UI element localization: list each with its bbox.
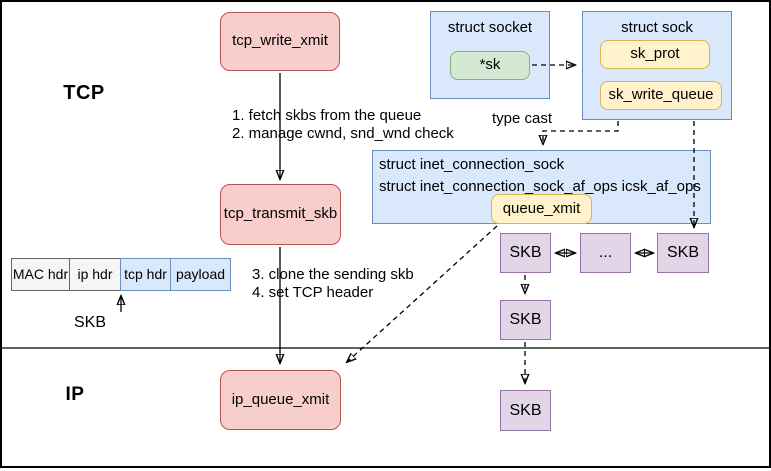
node-skb-ellipsis-label: ...: [598, 244, 613, 262]
node-tcp-write-xmit-label: tcp_write_xmit: [232, 32, 328, 50]
inet-line-1: struct inet_connection_sock: [379, 156, 565, 173]
node-sk-pointer-label: *sk: [479, 56, 501, 74]
packet-segment-ip-hdr-label: ip hdr: [77, 265, 113, 282]
label-type-cast: type cast: [492, 110, 553, 127]
node-tcp-transmit-skb-label: tcp_transmit_skb: [223, 205, 338, 223]
node-skb-2: SKB: [657, 233, 709, 273]
node-skb-4: SKB: [500, 390, 551, 431]
node-queue-xmit: queue_xmit: [491, 194, 592, 224]
annotation-step-4: 4. set TCP header: [252, 284, 374, 301]
annotation-step-1: 1. fetch skbs from the queue: [232, 107, 422, 124]
packet-segment-ip-hdr: ip hdr: [69, 258, 121, 291]
packet-segment-tcp-hdr: tcp hdr: [120, 258, 171, 291]
annotation-step-2: 2. manage cwnd, snd_wnd check: [232, 125, 454, 142]
packet-segment-payload-label: payload: [175, 265, 226, 282]
node-skb-2-label: SKB: [666, 244, 699, 262]
node-sk-prot: sk_prot: [600, 40, 710, 69]
node-tcp-transmit-skb: tcp_transmit_skb: [220, 184, 341, 245]
group-struct-sock-title: struct sock: [621, 19, 693, 36]
node-skb-1: SKB: [500, 233, 551, 273]
group-struct-socket-title: struct socket: [447, 19, 533, 36]
node-sk-write-queue: sk_write_queue: [600, 81, 722, 110]
node-ip-queue-xmit-label: ip_queue_xmit: [231, 390, 330, 408]
packet-segment-payload: payload: [170, 258, 231, 291]
node-sk-prot-label: sk_prot: [630, 45, 680, 63]
group-inet-connection-sock: struct inet_connection_sock struct inet_…: [372, 150, 711, 224]
packet-segment-tcp-hdr-label: tcp hdr: [124, 265, 167, 282]
annotation-steps-3-4: 3. clone the sending skb 4. set TCP head…: [252, 266, 414, 302]
node-tcp-write-xmit: tcp_write_xmit: [220, 12, 340, 71]
packet-segment-mac-hdr: MAC hdr: [11, 258, 70, 291]
annotation-steps-1-2: 1. fetch skbs from the queue 2. manage c…: [232, 107, 454, 143]
packet-skb-label: SKB: [74, 314, 107, 331]
node-skb-3: SKB: [500, 300, 551, 340]
node-skb-4-label: SKB: [509, 401, 542, 419]
annotation-step-3: 3. clone the sending skb: [252, 266, 414, 283]
node-ip-queue-xmit: ip_queue_xmit: [220, 370, 341, 430]
inet-line-2: struct inet_connection_sock_af_ops icsk_…: [379, 178, 701, 195]
node-skb-1-label: SKB: [509, 244, 542, 262]
packet-segment-mac-hdr-label: MAC hdr: [12, 265, 69, 282]
node-skb-ellipsis: ...: [580, 233, 631, 273]
node-skb-3-label: SKB: [509, 311, 542, 329]
node-sk-pointer: *sk: [450, 51, 530, 80]
group-inet-connection-sock-text: struct inet_connection_sock struct inet_…: [379, 154, 701, 198]
label-ip-layer: IP: [65, 384, 85, 405]
node-queue-xmit-label: queue_xmit: [502, 199, 581, 217]
node-sk-write-queue-label: sk_write_queue: [608, 86, 714, 104]
label-tcp-layer: TCP: [63, 82, 105, 104]
